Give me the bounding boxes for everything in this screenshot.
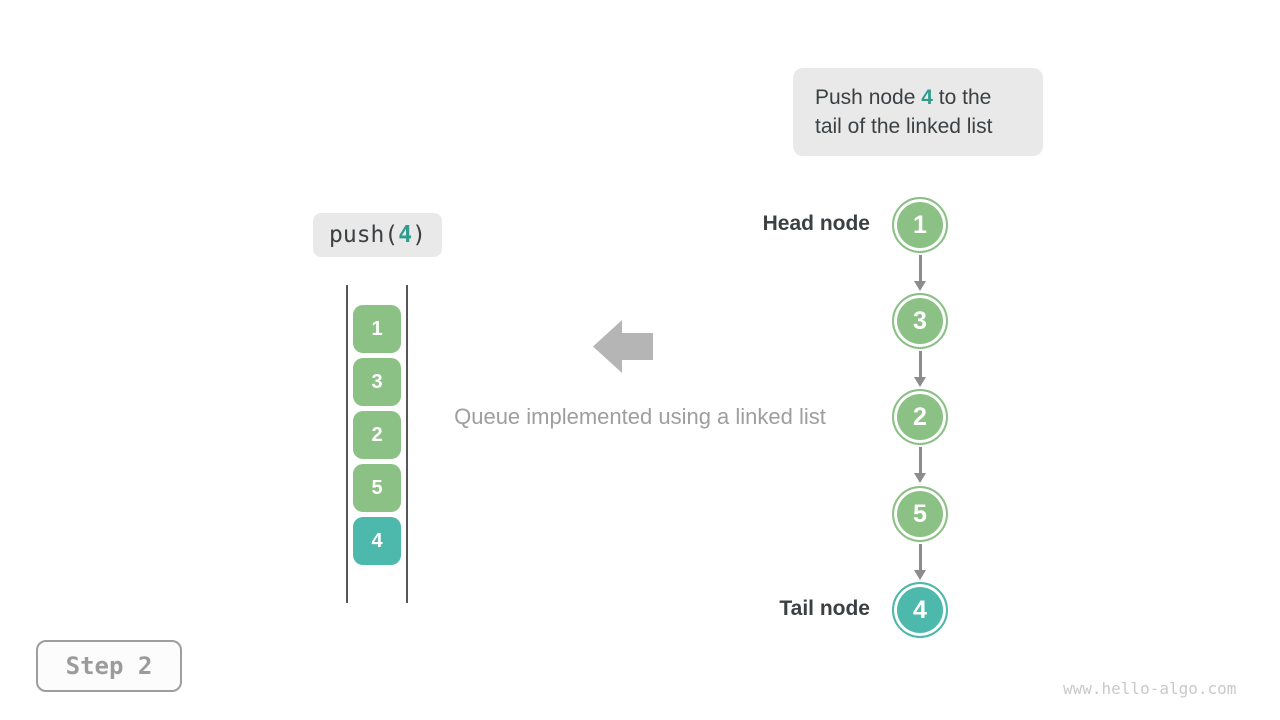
note-line1-prefix: Push node: [815, 86, 922, 109]
down-arrow-icon: [892, 447, 948, 483]
list-node: 5: [892, 486, 948, 542]
list-node: 2: [892, 389, 948, 445]
list-node: 3: [892, 293, 948, 349]
diagram-caption: Queue implemented using a linked list: [454, 404, 826, 429]
queue-box: 1: [353, 305, 401, 353]
down-arrow-icon: [892, 255, 948, 291]
queue-box: 2: [353, 411, 401, 459]
queue-box: 4: [353, 517, 401, 565]
operation-arg: 4: [398, 222, 413, 248]
tail-node-label: Tail node: [779, 597, 870, 620]
queue-rails: 1 3 2 5 4: [346, 285, 408, 603]
operation-prefix: push(: [329, 222, 399, 248]
queue-box: 3: [353, 358, 401, 406]
linked-list-column: 1 3 2 5 4: [892, 197, 948, 638]
step-badge: Step 2: [36, 640, 182, 692]
operation-suffix: ): [412, 222, 426, 248]
down-arrow-icon: [892, 544, 948, 580]
list-node: 1: [892, 197, 948, 253]
note-line2: tail of the linked list: [815, 115, 993, 138]
push-annotation-note: Push node 4 to the tail of the linked li…: [793, 68, 1043, 156]
queue-box: 5: [353, 464, 401, 512]
note-line1-suffix: to the: [932, 86, 992, 109]
watermark-text: www.hello-algo.com: [1063, 679, 1237, 698]
list-node: 4: [892, 582, 948, 638]
down-arrow-icon: [892, 351, 948, 387]
head-node-label: Head node: [762, 212, 870, 235]
note-highlight-value: 4: [921, 86, 933, 109]
push-operation-chip: push(4): [313, 213, 442, 257]
left-block-arrow-icon: [593, 320, 653, 373]
